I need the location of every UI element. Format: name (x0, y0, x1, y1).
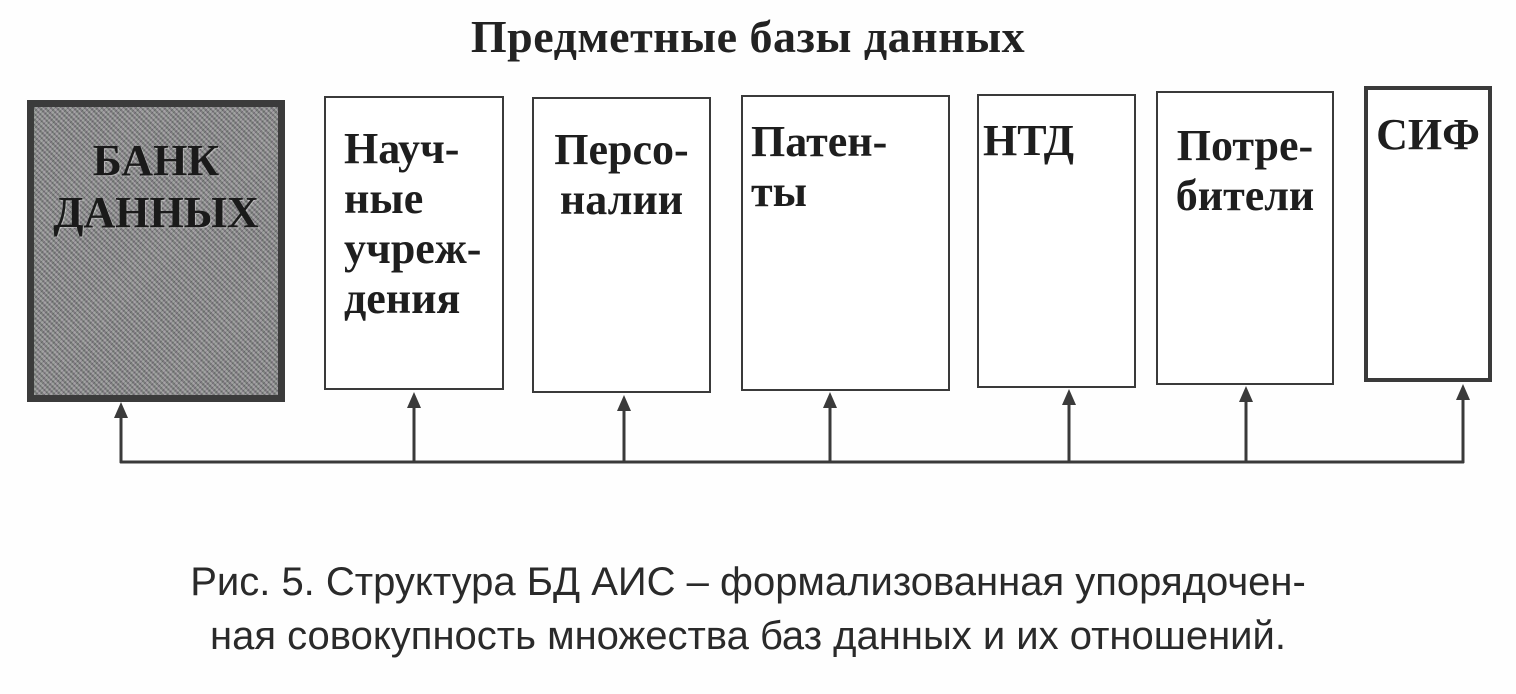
bank-label: БАНК ДАННЫХ (53, 136, 259, 237)
arrow-head-patents (823, 392, 837, 408)
db-box-personalia: Персо- налии (532, 97, 711, 393)
db-box-sif: СИФ (1364, 86, 1492, 382)
db-box-scientific-institutions: Науч- ные учреж- дения (324, 96, 504, 390)
db-label-consumers: Потре- бители (1175, 121, 1315, 220)
caption-line-1: Рис. 5. Структура БД АИС – формализованн… (190, 560, 1306, 604)
arrow-head-consumers (1239, 386, 1253, 402)
arrow-head-personalia (617, 395, 631, 411)
db-box-patents: Патен- ты (741, 95, 950, 391)
db-box-ntd: НТД (977, 94, 1136, 388)
caption-line-2: ная совокупность множества баз данных и … (210, 614, 1286, 658)
arrow-head-ntd (1062, 389, 1076, 405)
db-label-scientific-institutions: Науч- ные учреж- дения (344, 124, 482, 323)
arrow-head-bank (114, 402, 128, 418)
arrow-head-sif (1456, 384, 1470, 400)
diagram-title: Предметные базы данных (470, 11, 1026, 62)
arrow-head-scientific-institutions (407, 392, 421, 408)
db-box-consumers: Потре- бители (1156, 91, 1334, 385)
bank-box: БАНК ДАННЫХ (27, 100, 285, 402)
db-label-ntd: НТД (983, 116, 1075, 165)
db-label-personalia: Персо- налии (554, 125, 689, 224)
db-label-sif: СИФ (1376, 110, 1480, 159)
db-label-patents: Патен- ты (751, 117, 888, 216)
